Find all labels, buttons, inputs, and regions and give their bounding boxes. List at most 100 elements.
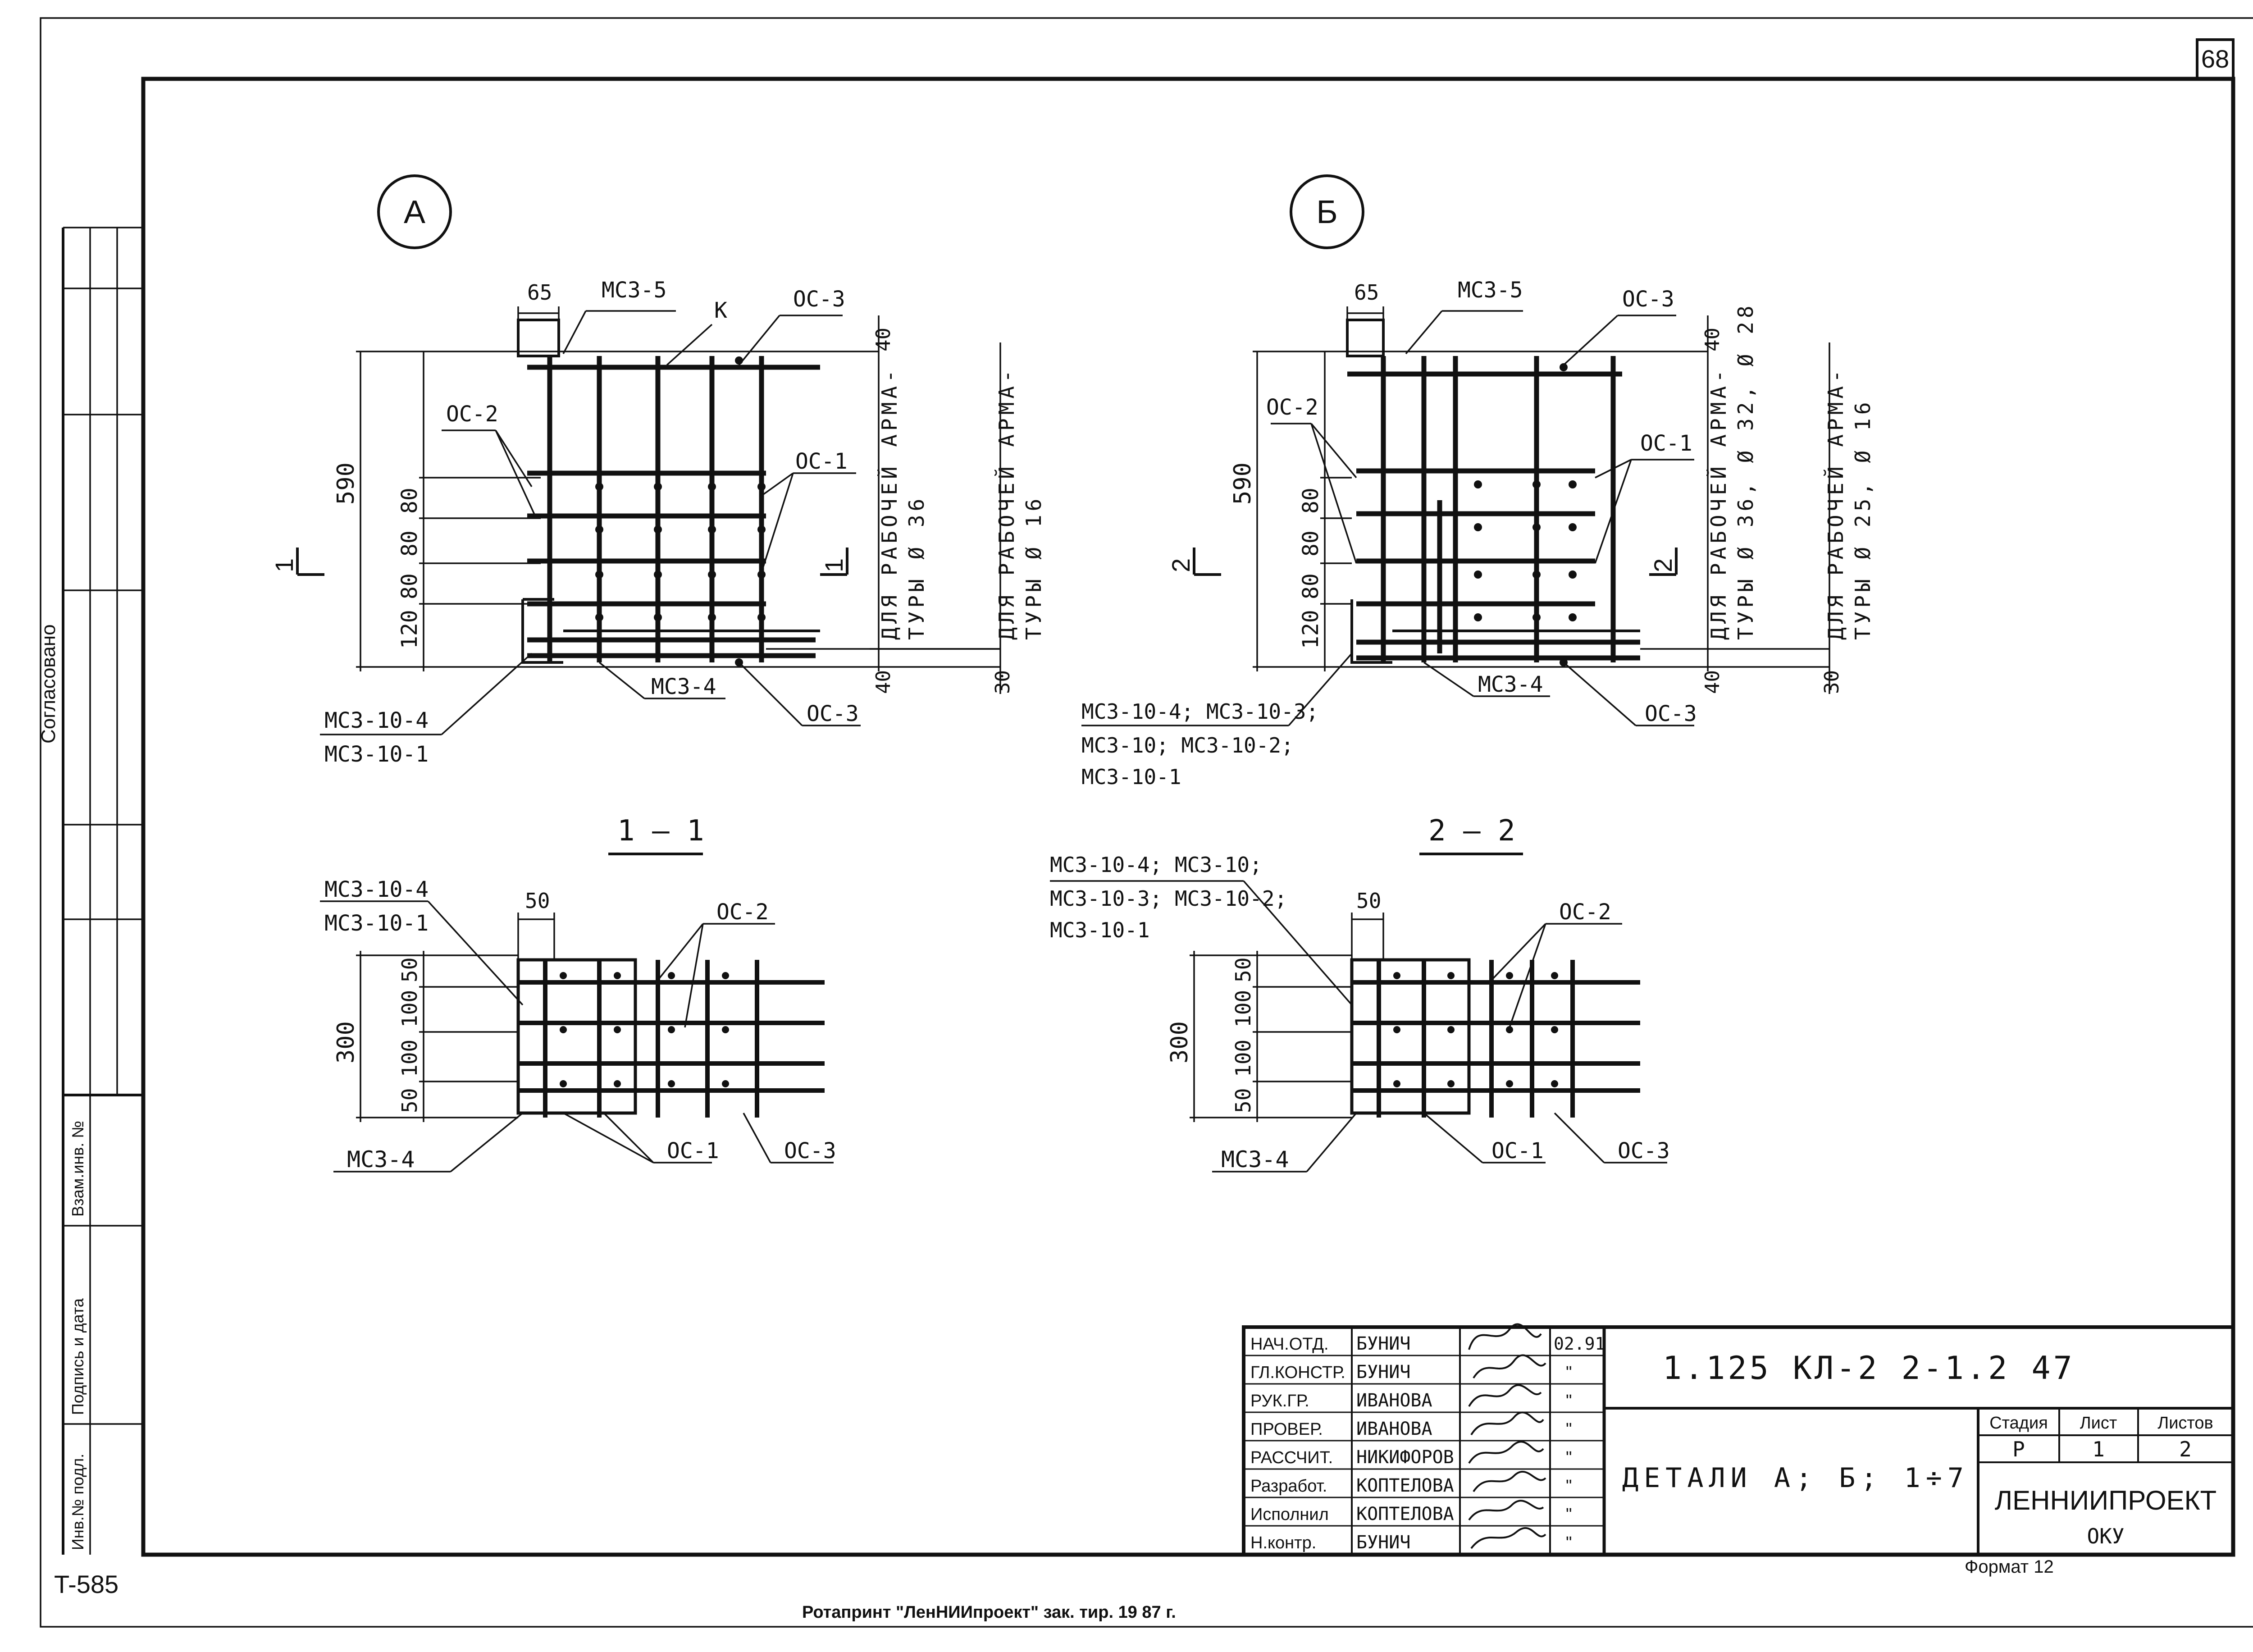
section-2-2-dim-100b: 100 (1231, 1040, 1255, 1077)
section-1-1-callout-os3: ОС-3 (784, 1138, 836, 1164)
section-1-1-callout-os2: ОС-2 (716, 899, 769, 925)
tb-name-7: БУНИЧ (1356, 1532, 1410, 1553)
detail-a-callout-mcz10-4: МСЗ-10-4 (324, 708, 429, 733)
detail-b-rebar (1347, 356, 1640, 662)
format-note: Формат 12 (1965, 1557, 2054, 1577)
detail-a-dim-40-top: 40 (872, 328, 895, 351)
detail-b-dim-30: 30 (1820, 670, 1843, 694)
section-1-1-callout-mcz10-4: МСЗ-10-4 (324, 877, 429, 902)
title-block-drawing-title: ДЕТАЛИ А; Б; 1÷7 (1622, 1462, 1969, 1494)
detail-a-rebar (527, 356, 820, 662)
detail-a-section-mark-right: 1 (820, 558, 848, 572)
tb-name-2: ИВАНОВА (1356, 1390, 1432, 1411)
detail-a-section-mark-left: 1 (270, 558, 298, 572)
section-2-2-callout-os2: ОС-2 (1559, 899, 1611, 925)
detail-a-callout-mcz4: МСЗ-4 (651, 674, 716, 699)
tb-name-5: КОПТЕЛОВА (1356, 1475, 1454, 1496)
detail-a-callout-os2: ОС-2 (446, 402, 498, 427)
signatures (1468, 1323, 1546, 1549)
detail-b-dim-40-top: 40 (1701, 328, 1724, 351)
tb-ditto-2: " (1566, 1392, 1572, 1410)
detail-b-dim-40-bot: 40 (1701, 670, 1724, 694)
detail-a-callout-os1: ОС-1 (795, 449, 848, 474)
detail-b-dim-65: 65 (1354, 280, 1379, 305)
section-1-1: 1 — 1 (320, 814, 836, 1173)
tb-ditto-3: " (1566, 1420, 1572, 1439)
tb-ditto-5: " (1566, 1477, 1572, 1496)
section-1-1-dim-300: 300 (333, 1021, 360, 1063)
title-block-sheet-header: Лист (2080, 1414, 2117, 1433)
section-1-1-dim-50a: 50 (397, 958, 422, 982)
detail-a-circle (377, 174, 452, 249)
detail-b-circle (1290, 174, 1364, 249)
tb-ditto-1: " (1566, 1363, 1572, 1382)
section-2-2-callout-line1: МСЗ-10-4; МСЗ-10; (1050, 853, 1262, 877)
stamp-cell-replace: Взам.инв. № (68, 1121, 87, 1217)
tb-ditto-7: " (1566, 1533, 1572, 1552)
detail-b-callout-mcz-line2: МСЗ-10; МСЗ-10-2; (1081, 733, 1294, 758)
tb-role-6: Исполнил (1250, 1505, 1329, 1524)
detail-a-dim-30: 30 (991, 670, 1014, 694)
detail-b-callout-mcz-line1: МСЗ-10-4; МСЗ-10-3; (1081, 699, 1318, 724)
detail-a-dim-80c: 80 (397, 573, 422, 599)
detail-b-callout-mcz-line3: МСЗ-10-1 (1081, 765, 1181, 789)
tb-name-3: ИВАНОВА (1356, 1419, 1432, 1439)
print-footer: Ротапринт "ЛенНИИпроект" зак. тир. 19 87… (802, 1603, 1176, 1622)
tb-role-7: Н.контр. (1250, 1533, 1316, 1552)
detail-a-note1b: ТУРЫ Ø 36 (904, 495, 929, 640)
tb-role-3: ПРОВЕР. (1250, 1420, 1323, 1439)
stamp-cell-inv: Инв.№ подл. (68, 1454, 87, 1550)
section-2-2-callout-line2: МСЗ-10-3; МСЗ-10-2; (1050, 886, 1287, 911)
detail-a-callout-os3-bot: ОС-3 (807, 701, 859, 726)
tb-name-6: КОПТЕЛОВА (1356, 1504, 1454, 1524)
detail-b-label: Б (1316, 194, 1337, 230)
detail-b-section-mark-right: 2 (1649, 558, 1677, 572)
section-2-2-callout-mcz4: МСЗ-4 (1221, 1146, 1289, 1173)
section-2-2-callout-line3: МСЗ-10-1 (1050, 918, 1150, 942)
tb-name-4: НИКИФОРОВ (1356, 1447, 1454, 1468)
detail-b-dim-80c: 80 (1298, 573, 1323, 599)
section-1-1-callout-mcz10-1: МСЗ-10-1 (324, 911, 429, 936)
section-1-1-dim-50b: 50 (397, 1088, 422, 1113)
detail-b-callout-os2: ОС-2 (1266, 395, 1318, 420)
section-2-2-title: 2 — 2 (1428, 814, 1515, 848)
sheet-frame: 68 (40, 17, 2253, 1628)
detail-a-dim-590: 590 (333, 462, 360, 505)
detail-b-dim-80b: 80 (1298, 530, 1323, 557)
tb-ditto-6: " (1566, 1505, 1572, 1524)
section-2-2-dim-50a: 50 (1231, 958, 1255, 982)
detail-a-label: А (404, 194, 425, 230)
stamp-agreed: Согласовано (37, 624, 59, 744)
detail-a-dim-80a: 80 (397, 488, 422, 514)
section-1-1-callout-os1: ОС-1 (667, 1138, 719, 1164)
title-block-sheets: 2 (2179, 1437, 2192, 1461)
section-2-2-callout-os3: ОС-3 (1618, 1138, 1670, 1164)
title-block-dept: ОКУ (2087, 1524, 2124, 1548)
sheet-number: 68 (2201, 45, 2229, 73)
detail-b-dim-590: 590 (1229, 462, 1256, 505)
detail-b-note1: ДЛЯ РАБОЧЕЙ АРМА- (1706, 366, 1731, 640)
tb-name-1: БУНИЧ (1356, 1362, 1410, 1383)
detail-b-dim-120: 120 (1298, 610, 1323, 649)
detail-b-dim-80a: 80 (1298, 488, 1323, 514)
tb-role-0: НАЧ.ОТД. (1250, 1335, 1329, 1354)
tb-role-1: ГЛ.КОНСТР. (1250, 1363, 1345, 1382)
detail-a-note1: ДЛЯ РАБОЧЕЙ АРМА- (877, 366, 902, 640)
detail-b-note2b: ТУРЫ Ø 25, Ø 16 (1851, 399, 1875, 640)
detail-b-note1b: ТУРЫ Ø 36, Ø 32, Ø 28 (1733, 302, 1758, 640)
detail-a-dim-120: 120 (397, 610, 422, 649)
detail-a: А (270, 174, 1046, 767)
tb-role-2: РУК.ГР. (1250, 1392, 1309, 1410)
section-1-1-dim-100b: 100 (397, 1040, 422, 1077)
section-1-1-title: 1 — 1 (617, 814, 704, 848)
detail-b-callout-os1: ОС-1 (1640, 431, 1692, 456)
title-block-org: ЛЕННИИПРОЕКТ (1995, 1485, 2217, 1515)
section-1-1-dim-100a: 100 (397, 990, 422, 1027)
section-2-2-dim-100a: 100 (1231, 990, 1255, 1027)
detail-a-callout-os3-top: ОС-3 (793, 287, 845, 312)
section-2-2-dim-50b: 50 (1231, 1088, 1255, 1113)
tb-role-4: РАССЧИТ. (1250, 1448, 1333, 1467)
stamp-cell-sign: Подпись и дата (68, 1298, 87, 1415)
section-1-1-callout-mcz4: МСЗ-4 (347, 1146, 415, 1173)
